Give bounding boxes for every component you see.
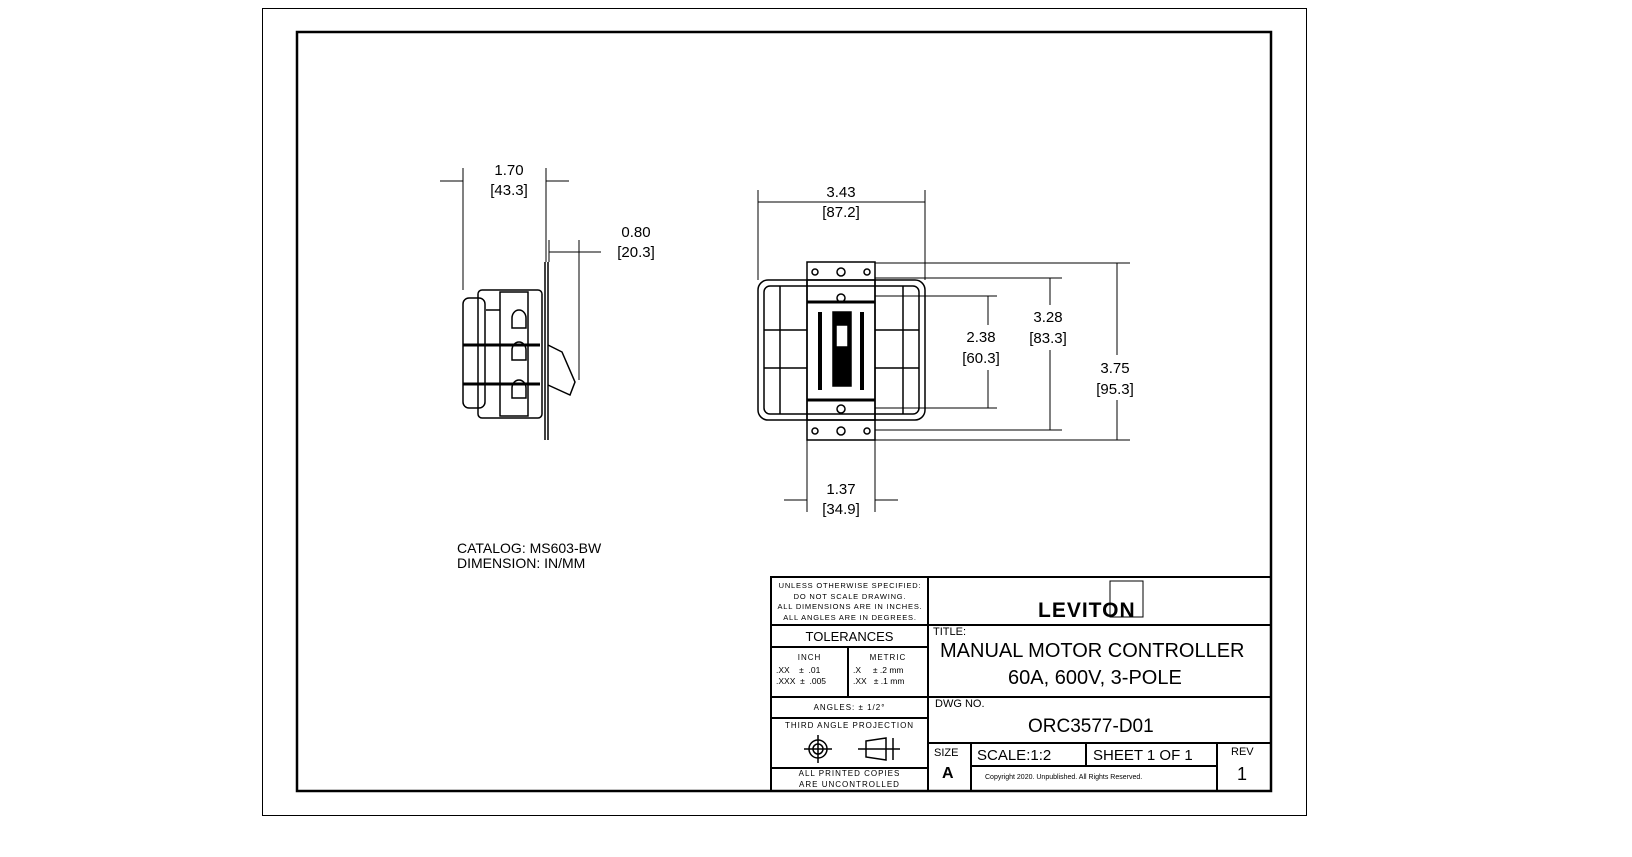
dim-front-width-mm: [87.2] bbox=[822, 204, 860, 221]
dim-total-height-in: 3.75 bbox=[1100, 360, 1130, 377]
dim-mid-height-mm: [83.3] bbox=[1029, 330, 1067, 347]
printed-copies-note: ALL PRINTED COPIES bbox=[798, 769, 901, 778]
note-line: ALL DIMENSIONS ARE IN INCHES. bbox=[777, 602, 923, 611]
catalog-note: CATALOG: MS603-BW bbox=[457, 540, 602, 556]
title-block-grid bbox=[770, 576, 1272, 792]
inch-row: .XXX ± .005 bbox=[776, 676, 827, 686]
inch-row: .XX ± .01 bbox=[776, 665, 821, 675]
note-line: DO NOT SCALE DRAWING. bbox=[793, 591, 907, 601]
drawing-number: ORC3577-D01 bbox=[1028, 716, 1154, 737]
dimension-lines bbox=[440, 168, 1130, 512]
dim-plate-width-in: 1.37 bbox=[826, 481, 856, 498]
leviton-logo: LEVITON bbox=[1038, 599, 1136, 622]
metric-row: .XX ± .1 mm bbox=[853, 676, 905, 686]
metric-row: .X ± .2 mm bbox=[853, 665, 904, 675]
rev-label: REV bbox=[1231, 746, 1254, 758]
note-line: UNLESS OTHERWISE SPECIFIED: bbox=[778, 581, 922, 590]
revision: 1 bbox=[1237, 764, 1248, 784]
drawing-title: MANUAL MOTOR CONTROLLER bbox=[940, 640, 1245, 662]
general-notes: UNLESS OTHERWISE SPECIFIED: DO NOT SCALE… bbox=[775, 581, 925, 623]
note-line: ALL ANGLES ARE IN DEGREES. bbox=[783, 612, 917, 622]
front-view bbox=[757, 261, 926, 441]
dim-side-width-in: 1.70 bbox=[494, 162, 524, 179]
dwg-no-label: DWG NO. bbox=[935, 698, 985, 710]
sheet-size: A bbox=[942, 765, 954, 782]
inch-label: INCH bbox=[797, 653, 822, 662]
metric-label: METRIC bbox=[869, 653, 907, 662]
title-label: TITLE: bbox=[933, 626, 967, 638]
outer-border bbox=[262, 8, 1307, 816]
side-view bbox=[462, 262, 576, 440]
dim-handle-depth-mm: [20.3] bbox=[617, 244, 655, 261]
dim-front-width-in: 3.43 bbox=[826, 184, 856, 201]
dimension-note: DIMENSION: IN/MM bbox=[457, 555, 586, 571]
copyright: Copyright 2020. Unpublished. All Rights … bbox=[985, 774, 1143, 781]
printed-copies-note: ARE UNCONTROLLED bbox=[799, 780, 900, 789]
projection-label: THIRD ANGLE PROJECTION bbox=[784, 721, 915, 730]
dim-inner-height-mm: [60.3] bbox=[962, 350, 1000, 367]
tolerances-label: TOLERANCES bbox=[805, 629, 894, 644]
drawing-subtitle: 60A, 600V, 3-POLE bbox=[1008, 667, 1182, 689]
projection-symbol bbox=[804, 735, 900, 763]
scale: SCALE:1:2 bbox=[977, 747, 1052, 764]
dim-inner-height-in: 2.38 bbox=[966, 329, 996, 346]
dim-plate-width-mm: [34.9] bbox=[822, 501, 860, 518]
dim-side-width-mm: [43.3] bbox=[490, 182, 528, 199]
dim-handle-depth-in: 0.80 bbox=[621, 224, 651, 241]
dim-mid-height-in: 3.28 bbox=[1033, 309, 1063, 326]
angles-tolerance: ANGLES: ± 1/2° bbox=[813, 703, 886, 712]
dim-total-height-mm: [95.3] bbox=[1096, 381, 1134, 398]
size-label: SIZE bbox=[934, 747, 959, 759]
sheet-number: SHEET 1 OF 1 bbox=[1093, 747, 1193, 764]
